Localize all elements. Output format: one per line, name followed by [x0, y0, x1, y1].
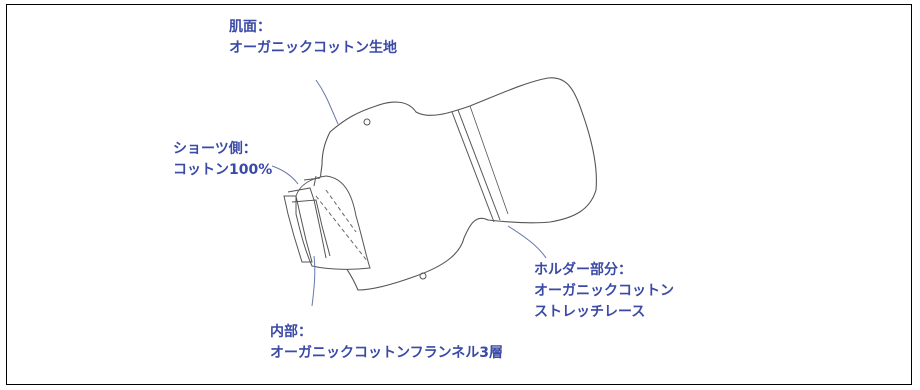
leader-shorts	[271, 165, 299, 185]
label-inner-detail: オーガニックコットンフランネル3層	[270, 345, 504, 361]
label-shorts-title: ショーツ側：	[173, 141, 257, 157]
lace-line-2	[457, 109, 501, 221]
label-shorts-detail: コットン100%	[173, 162, 273, 178]
leader-inner	[311, 255, 316, 307]
label-shorts: ショーツ側： コットン100%	[173, 139, 272, 181]
label-holder: ホルダー部分： オーガニックコットン ストレッチレース	[534, 260, 674, 323]
label-skin-detail: オーガニックコットン生地	[229, 40, 397, 56]
leader-skin	[315, 79, 339, 125]
label-holder-title: ホルダー部分：	[534, 262, 632, 278]
figure-frame	[6, 4, 912, 385]
lace-line-1	[451, 111, 495, 223]
label-inner: 内部： オーガニックコットンフランネル3層	[270, 322, 503, 364]
label-holder-line2: ストレッチレース	[534, 304, 646, 320]
snap-dot-bottom	[419, 272, 427, 280]
label-skin-title: 肌面：	[229, 19, 271, 35]
lace-line-3	[469, 105, 509, 215]
folded-flap	[295, 175, 371, 270]
leader-holder	[507, 225, 547, 259]
label-holder-line1: オーガニックコットン	[534, 283, 674, 299]
snap-dot-top	[363, 118, 371, 126]
label-inner-title: 内部：	[270, 324, 312, 340]
fold-dashed-line	[315, 195, 369, 263]
label-skin: 肌面： オーガニックコットン生地	[229, 17, 397, 59]
